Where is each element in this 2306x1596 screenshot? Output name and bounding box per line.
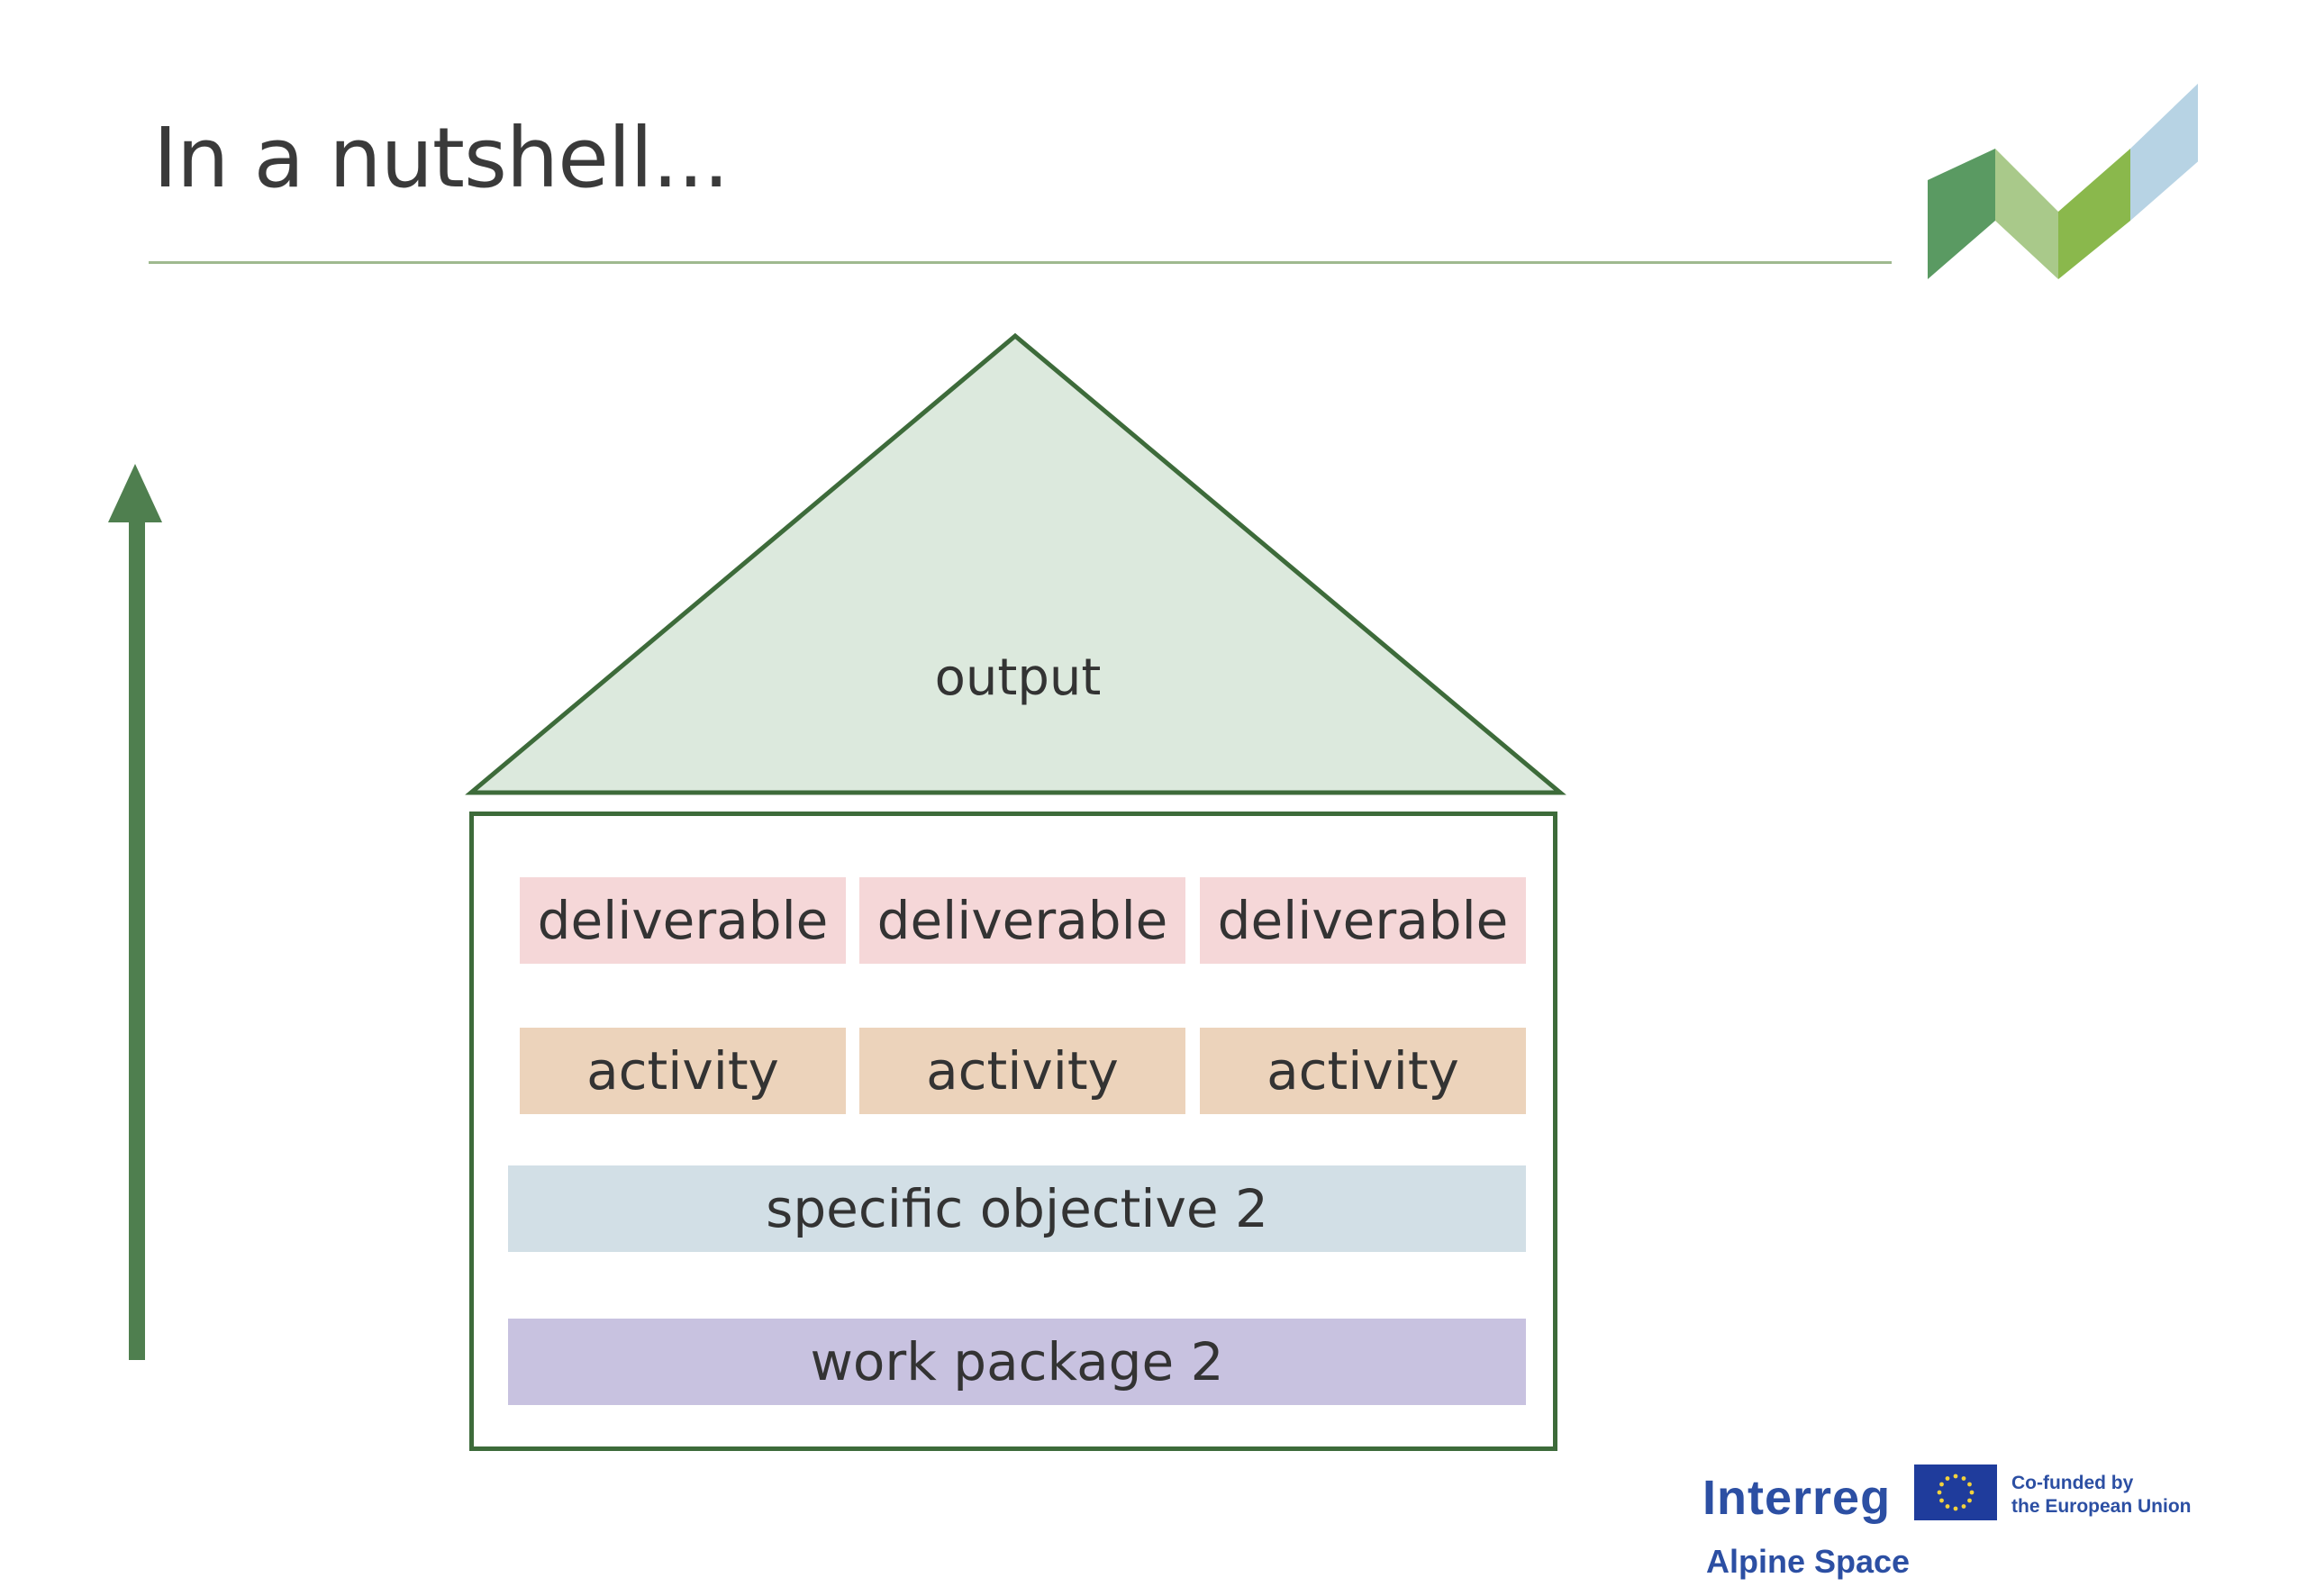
output-label: output [934,648,1102,707]
interreg-wordmark: Interreg [1702,1471,1892,1525]
eu-cofunded-text: Co-funded by the European Union [2011,1472,2192,1519]
interreg-zigzag-logo-icon [1928,83,2198,279]
deliverable-box-1: deliverable [520,877,846,964]
specific-objective-box: specific objective 2 [508,1165,1526,1252]
deliverable-box-2: deliverable [859,877,1185,964]
work-package-box: work package 2 [508,1319,1526,1405]
eu-flag-icon [1914,1465,1997,1520]
slide-title: In a nutshell... [153,110,730,206]
eu-line-1: Co-funded by [2011,1473,2134,1493]
upward-arrow-icon [108,464,162,1360]
alpine-space-wordmark: Alpine Space [1706,1543,1911,1580]
deliverable-box-3: deliverable [1200,877,1526,964]
activity-box-3: activity [1200,1028,1526,1114]
activity-box-1: activity [520,1028,846,1114]
activity-box-2: activity [859,1028,1185,1114]
title-divider [149,261,1892,264]
eu-line-2: the European Union [2011,1496,2192,1517]
roof-triangle [465,332,1566,795]
house-body [469,812,1557,1451]
